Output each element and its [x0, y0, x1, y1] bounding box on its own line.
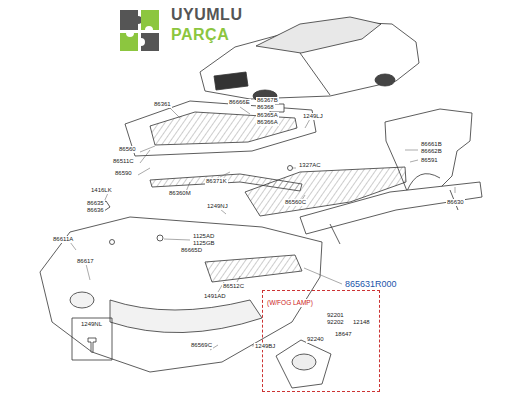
callout-number: 86666E [228, 99, 251, 106]
car-illustration [200, 17, 419, 102]
callout-number: 86636 [86, 207, 105, 214]
callout-number: 1249NJ [206, 203, 229, 210]
logo-text: UYUMLU [170, 6, 243, 24]
callout-number: 86368 [256, 104, 275, 111]
callout-number: 92240 [306, 336, 325, 343]
callout-number: 1416LK [90, 187, 113, 194]
callout-number: 86590 [114, 170, 133, 177]
logo-text: PARÇA [170, 26, 230, 44]
callout-number: 86511C [112, 158, 135, 165]
callout-number: 86366A [256, 119, 279, 126]
callout-number: 86569C [190, 342, 213, 349]
callout-number: 86611A [52, 236, 74, 243]
callout-number: 86371K [205, 178, 228, 185]
callout-number: 1249NL [80, 321, 103, 328]
callout-number: 18647 [334, 331, 353, 338]
callout-number: 86591 [420, 157, 439, 164]
callout-number: 1125AD [192, 233, 215, 240]
upper-carrier [125, 101, 316, 156]
callout-number: 1249LJ [302, 113, 324, 120]
callout-number: 86560C [284, 199, 307, 206]
lower-grille [205, 255, 302, 282]
region-heading: (W/FOG LAMP) [266, 299, 314, 307]
callout-number: 86617 [76, 258, 95, 265]
callout-number: 86365A [256, 112, 279, 119]
callout-number: 865631R000 [344, 279, 398, 289]
callout-number: 86361 [153, 101, 172, 108]
fog-lamp-cover [276, 340, 331, 388]
callout-number: 1491AD [203, 293, 227, 300]
callout-number: 86635 [86, 200, 105, 207]
bumper-cover [40, 217, 322, 372]
logo-icon [120, 10, 159, 51]
callout-number: 86662B [420, 148, 443, 155]
callout-number: 86630 [446, 199, 465, 206]
callout-number: 86367B [256, 97, 279, 104]
callout-number: 86665D [180, 247, 203, 254]
callout-number: 1327AC [298, 162, 322, 169]
callout-number: 1249BJ [254, 343, 276, 350]
callout-number: 86661B [420, 141, 443, 148]
callout-number: 92202 [326, 319, 345, 326]
screw-box [72, 318, 112, 360]
callout-number: 92201 [326, 312, 345, 319]
callout-number: 86360M [168, 190, 192, 197]
callout-number: 1125GB [192, 240, 216, 247]
callout-number: 12148 [352, 319, 371, 326]
callout-number: 86560 [118, 146, 137, 153]
callout-number: 86512C [222, 283, 245, 290]
bumper-beam [300, 182, 482, 234]
